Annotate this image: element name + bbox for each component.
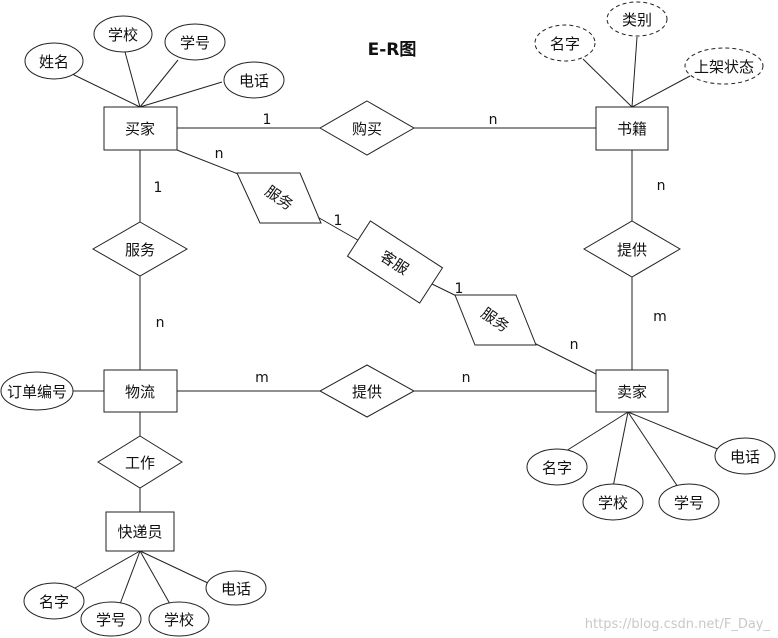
card-buyer-cs-buyer: n [215, 146, 224, 162]
attribute-book-status: 上架状态 [684, 47, 764, 85]
relationship-serve-cs-seller: 服务 [454, 294, 537, 346]
attribute-seller-phone: 电话 [714, 437, 776, 475]
attribute-buyer-id: 学号 [164, 23, 226, 61]
card-cs-seller-cs: 1 [455, 281, 464, 297]
relationship-work-label: 工作 [125, 454, 155, 472]
relationship-purchase: 购买 [318, 100, 416, 156]
relationship-serve-buyer-cs: 服务 [236, 172, 322, 224]
attribute-book-status-label: 上架状态 [694, 58, 754, 76]
attribute-buyer-id-label: 学号 [180, 34, 210, 52]
relationship-serve-buyer-logistics-label: 服务 [125, 241, 155, 259]
card-purchase-buyer: 1 [263, 112, 272, 128]
attribute-courier-phone-label: 电话 [221, 580, 251, 598]
relationship-supply-book-seller: 提供 [583, 220, 681, 278]
entity-courier: 快递员 [105, 511, 175, 552]
card-buyer-logistics-buyer: 1 [154, 180, 163, 196]
entity-logistics: 物流 [103, 369, 178, 413]
entity-seller-label: 卖家 [617, 383, 647, 401]
watermark: https://blog.csdn.net/F_Day_ [585, 617, 771, 632]
cardinality-labels: 1 n 1 n n 1 1 n n m m n [154, 112, 667, 386]
entity-book: 书籍 [595, 106, 669, 151]
entity-logistics-label: 物流 [125, 383, 155, 401]
attribute-courier-name: 名字 [23, 582, 85, 620]
card-book-supply-seller: m [653, 309, 667, 325]
attribute-buyer-name: 姓名 [24, 42, 84, 80]
attribute-book-name: 名字 [534, 24, 596, 62]
entity-customer-service: 客服 [346, 220, 444, 304]
relationship-purchase-label: 购买 [352, 120, 382, 138]
card-buyer-logistics-logistics: n [156, 315, 165, 331]
card-logistics-supply-logistics: m [255, 370, 269, 386]
attribute-seller-name: 名字 [526, 448, 588, 486]
attribute-order-no-label: 订单编号 [7, 383, 67, 401]
attribute-order-no: 订单编号 [0, 371, 74, 411]
attribute-courier-phone: 电话 [205, 570, 267, 606]
attribute-seller-school-label: 学校 [598, 494, 628, 512]
entity-buyer-label: 买家 [125, 120, 155, 138]
entity-buyer: 买家 [103, 106, 178, 151]
attribute-courier-id-label: 学号 [96, 611, 126, 629]
attribute-book-category-label: 类别 [622, 11, 652, 29]
attribute-seller-id: 学号 [658, 483, 720, 521]
attribute-courier-id: 学号 [80, 601, 142, 637]
attribute-courier-school: 学校 [148, 601, 210, 637]
entity-courier-label: 快递员 [117, 523, 162, 541]
attribute-buyer-phone: 电话 [223, 61, 285, 99]
attribute-seller-name-label: 名字 [542, 459, 572, 477]
entity-book-label: 书籍 [617, 120, 647, 138]
card-cs-seller-seller: n [570, 337, 579, 353]
card-purchase-book: n [489, 112, 498, 128]
relationship-supply-book-seller-label: 提供 [617, 241, 647, 259]
relationship-work: 工作 [97, 435, 183, 489]
attribute-buyer-school: 学校 [93, 15, 153, 53]
attribute-seller-school: 学校 [582, 483, 644, 521]
entity-seller: 卖家 [595, 369, 669, 413]
attribute-courier-school-label: 学校 [164, 611, 194, 629]
relationship-supply-logistics-seller-label: 提供 [352, 383, 382, 401]
relationship-supply-logistics-seller: 提供 [318, 364, 416, 418]
card-logistics-supply-seller: n [462, 370, 471, 386]
attribute-book-name-label: 名字 [550, 35, 580, 53]
card-buyer-cs-cs: 1 [334, 213, 343, 229]
attribute-buyer-school-label: 学校 [108, 26, 138, 44]
card-book-supply-book: n [657, 178, 666, 194]
attribute-buyer-name-label: 姓名 [39, 53, 69, 71]
relationship-serve-buyer-logistics: 服务 [91, 221, 189, 277]
attribute-seller-id-label: 学号 [674, 494, 704, 512]
attribute-seller-phone-label: 电话 [730, 448, 760, 466]
attribute-book-category: 类别 [606, 1, 668, 37]
attribute-courier-name-label: 名字 [39, 593, 69, 611]
diagram-title: E-R图 [368, 40, 417, 60]
connector-lines [67, 36, 721, 605]
attribute-buyer-phone-label: 电话 [239, 72, 269, 90]
